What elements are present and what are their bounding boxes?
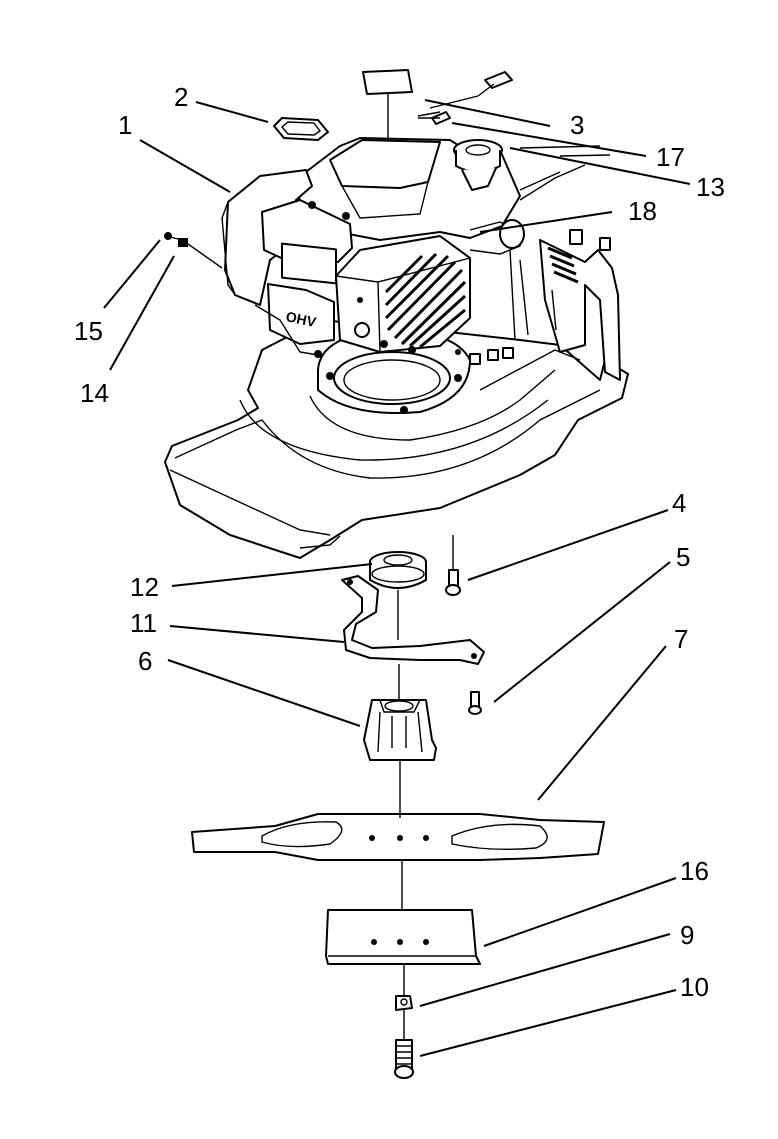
decal-part-2 (273, 117, 329, 141)
washer-part-9 (395, 995, 413, 1011)
callout-2: 2 (174, 82, 188, 112)
callout-16: 16 (680, 856, 709, 886)
engine-label: OHV (285, 308, 319, 330)
fuel-cap (453, 139, 503, 191)
callout-14: 14 (80, 378, 109, 408)
callout-3: 3 (570, 110, 584, 140)
callout-12: 12 (130, 572, 159, 602)
primer-part-17 (417, 71, 611, 157)
bolt-part-5 (468, 691, 482, 715)
callout-10: 10 (680, 972, 709, 1002)
callout-17: 17 (656, 142, 685, 172)
label-part-3 (362, 69, 413, 140)
footer-caption (170, 1122, 630, 1139)
callout-numbers: 1 2 3 17 13 18 15 14 4 5 12 11 7 6 16 9 … (74, 82, 725, 1002)
blade-part-7 (191, 813, 605, 861)
mower-deck (164, 319, 629, 559)
callout-1: 1 (118, 110, 132, 140)
callout-18: 18 (628, 196, 657, 226)
ohv-plate: OHV (267, 283, 335, 345)
leader-lines (103, 99, 691, 1057)
engine: OHV (221, 137, 586, 358)
blower-housing (335, 235, 471, 354)
bracket-part-11 (341, 575, 485, 665)
pulley-part-12 (369, 551, 427, 589)
rear-bracket (509, 229, 621, 381)
screw-part-14 (178, 238, 188, 247)
callout-4: 4 (672, 488, 686, 518)
callout-11: 11 (130, 608, 157, 638)
assembly-axis-lines (397, 535, 454, 1040)
callout-5: 5 (676, 542, 690, 572)
callout-9: 9 (680, 920, 694, 950)
callout-13: 13 (696, 172, 725, 202)
callout-15: 15 (74, 316, 103, 346)
blade-adapter-part-6 (363, 699, 437, 761)
plate-part-16 (325, 909, 481, 965)
bolt-part-10 (394, 1039, 414, 1079)
callout-7: 7 (674, 624, 688, 654)
callout-6: 6 (138, 646, 152, 676)
bolt-part-4 (445, 569, 461, 596)
